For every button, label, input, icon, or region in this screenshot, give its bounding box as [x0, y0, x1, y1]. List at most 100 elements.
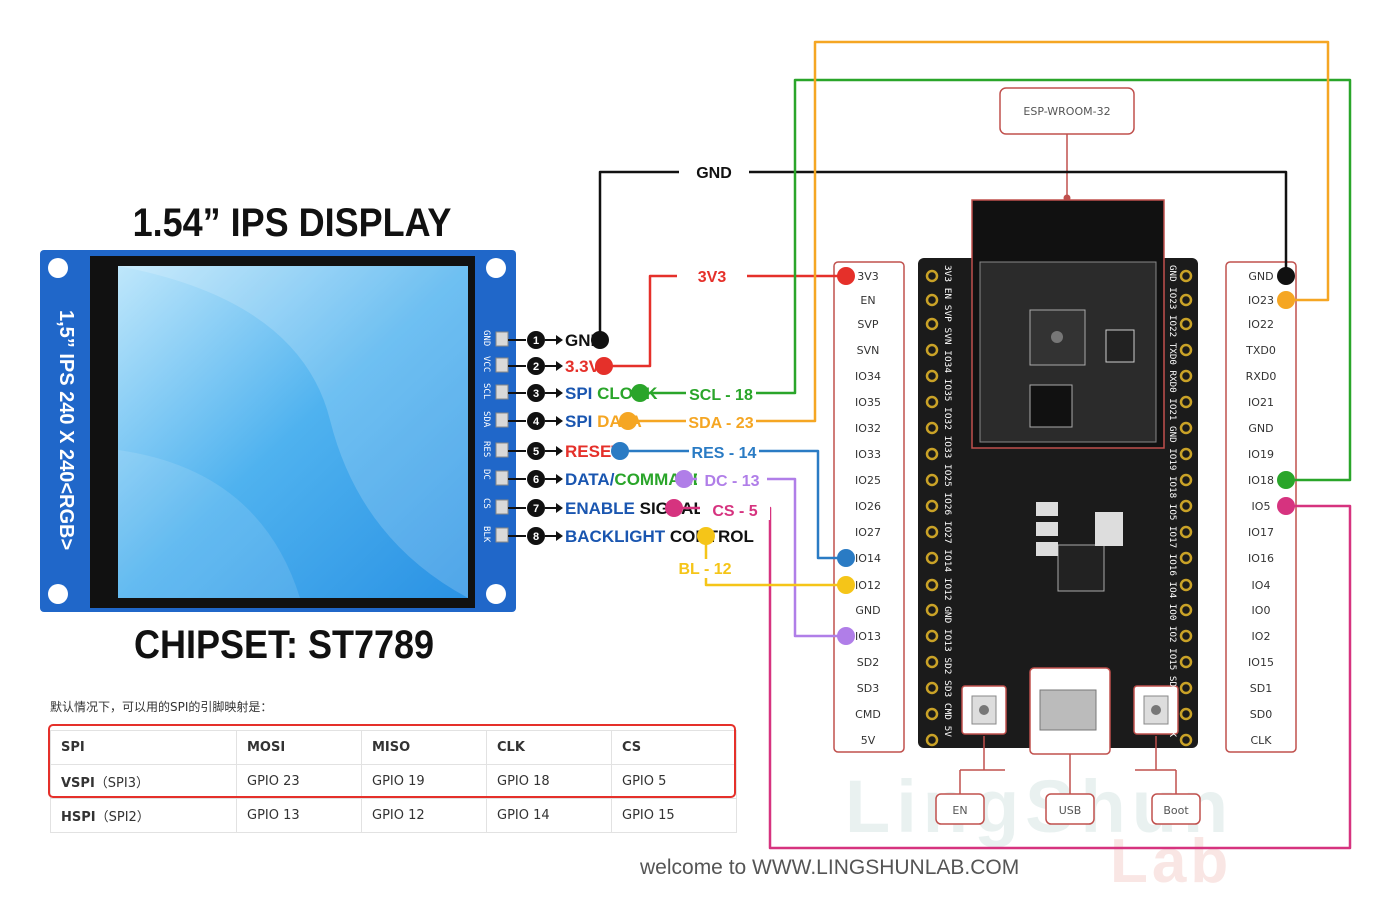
esp32-left-pin-label: SD3 — [857, 682, 879, 695]
connection-dot — [595, 357, 613, 375]
pcb-pin-label: VCC — [481, 356, 491, 372]
pcb-pin-label: SDA — [481, 411, 491, 428]
esp32-right-pin-label: RXD0 — [1246, 370, 1277, 383]
esp32-left-pin-label: IO27 — [855, 526, 881, 539]
connection-dot — [837, 549, 855, 567]
pin-number: 1 — [533, 335, 539, 347]
esp32-board: 3V3 EN SVP SVN IO34 IO35 IO32 IO33 IO25 … — [918, 199, 1198, 755]
esp32-right-pin-label: IO0 — [1252, 604, 1271, 617]
esp32-pin-labels: 3V3ENSVPSVNIO34IO35IO32IO33IO25IO26IO27I… — [855, 270, 1276, 747]
spi-row-bus-name: VSPI — [61, 776, 95, 791]
table-row: HSPI（SPI2） GPIO 13 GPIO 12 GPIO 14 GPIO … — [50, 798, 737, 833]
board-header-holes — [925, 269, 1193, 747]
wire-label: RES - 14 — [692, 445, 757, 462]
display-side-label: 1,5” IPS 240 X 240<RGB> — [55, 310, 77, 550]
board-right-silk: GND IO23 IO22 TXD0 RXD0 IO21 GND IO19 IO… — [1167, 265, 1177, 738]
esp32-left-pin-label: IO32 — [855, 422, 881, 435]
pin-function-part1: DATA/ — [565, 470, 615, 489]
spi-row-miso: GPIO 12 — [361, 798, 487, 833]
esp32-right-pin-label: IO18 — [1248, 474, 1274, 487]
wire-label: CS - 5 — [712, 503, 757, 520]
spi-row-cs: GPIO 15 — [611, 798, 737, 833]
esp32-right-pin-label: IO16 — [1248, 552, 1274, 565]
spi-row-bus-name: HSPI — [61, 810, 96, 825]
vspi-highlight-box — [48, 724, 736, 798]
wires — [598, 40, 1352, 850]
spi-row-clk: GPIO 18 — [486, 764, 612, 799]
wire-path — [628, 40, 1330, 423]
esp32-right-pin-label: IO21 — [1248, 396, 1274, 409]
pin-function-part1: SPI — [565, 412, 597, 431]
display-module: 1,5” IPS 240 X 240<RGB> — [40, 250, 516, 612]
connection-dots — [591, 267, 1295, 645]
spi-row-mosi: GPIO 23 — [236, 764, 362, 799]
watermark-line2: Lab — [1110, 827, 1232, 896]
boot-callout-label: Boot — [1163, 804, 1189, 817]
wire-label: DC - 13 — [704, 473, 759, 490]
wire-label: 3V3 — [698, 269, 727, 286]
display-pin-row: RES 5 RESET — [481, 441, 622, 461]
connection-dot — [675, 470, 693, 488]
connection-dot — [631, 384, 649, 402]
pin-number: 2 — [533, 361, 539, 373]
wire-path — [640, 78, 1352, 482]
pin-number: 5 — [533, 446, 539, 458]
spi-row-miso: GPIO 19 — [361, 764, 487, 799]
spi-header-mosi: MOSI — [236, 730, 362, 765]
esp32-right-pin-label: GND — [1248, 270, 1273, 283]
pin-function-label: BACKLIGHT CONTROL — [565, 527, 754, 546]
esp32-left-pin-label: EN — [860, 294, 875, 307]
module-label: ESP-WROOM-32 — [1023, 105, 1110, 118]
esp32-left-pin-label: 5V — [861, 734, 876, 747]
esp32-right-pin-label: IO15 — [1248, 656, 1274, 669]
spi-row-bus-alt: （SPI3） — [94, 776, 149, 791]
board-left-silk: 3V3 EN SVP SVN IO34 IO35 IO32 IO33 IO25 … — [942, 265, 952, 738]
connection-dot — [837, 576, 855, 594]
pin-number: 3 — [533, 388, 539, 400]
esp32-right-pin-label: SD1 — [1250, 682, 1272, 695]
spi-row-bus: VSPI（SPI3） — [50, 764, 237, 799]
pin-function-part1: RESET — [565, 442, 622, 461]
pin-number: 7 — [533, 503, 539, 515]
esp32-left-pin-label: SVN — [857, 344, 880, 357]
esp32-left-pin-label: IO14 — [855, 552, 881, 565]
esp32-left-pin-label: IO12 — [855, 579, 881, 592]
spi-row-mosi: GPIO 13 — [236, 798, 362, 833]
pcb-pin-label: RES — [481, 441, 491, 457]
wire-label: BL - 12 — [678, 561, 731, 578]
esp32-left-pin-label: 3V3 — [857, 270, 879, 283]
connection-dot — [1277, 291, 1295, 309]
chipset-label: CHIPSET: ST7789 — [134, 623, 434, 667]
connection-dot — [1277, 497, 1295, 515]
esp32-left-pin-label: IO25 — [855, 474, 881, 487]
esp32-left-pin-label: CMD — [855, 708, 881, 721]
pcb-pin-label: GND — [481, 330, 491, 346]
connection-dot — [1277, 267, 1295, 285]
esp32-left-pin-label: SD2 — [857, 656, 879, 669]
spi-row-bus-alt: （SPI2） — [95, 810, 150, 825]
spi-pin-table: SPI MOSI MISO CLK CS VSPI（SPI3） GPIO 23 … — [50, 730, 737, 833]
pin-function-part1: BACKLIGHT — [565, 527, 670, 546]
en-callout-label: EN — [952, 804, 967, 817]
wire-path — [598, 170, 1288, 340]
display-title: 1.54” IPS DISPLAY — [133, 201, 452, 245]
esp32-right-pin-label: IO23 — [1248, 294, 1274, 307]
spi-table-header-row: SPI MOSI MISO CLK CS — [50, 730, 737, 765]
esp32-right-pin-label: IO2 — [1252, 630, 1271, 643]
esp32-right-pin-label: IO17 — [1248, 526, 1274, 539]
wire-path — [604, 274, 846, 368]
pcb-pin-label: SCL — [481, 383, 491, 399]
connection-dot — [591, 331, 609, 349]
connection-dot — [837, 267, 855, 285]
spi-header-cs: CS — [611, 730, 737, 765]
footer-text: welcome to WWW.LINGSHUNLAB.COM — [640, 856, 1020, 879]
esp32-left-pin-label: IO13 — [855, 630, 881, 643]
esp32-left-pin-label: SVP — [857, 318, 879, 331]
module-label-box: ESP-WROOM-32 — [999, 87, 1135, 202]
esp32-left-pin-label: IO35 — [855, 396, 881, 409]
pin-function-part1: ENABLE — [565, 499, 640, 518]
display-screen — [118, 266, 468, 598]
table-row: VSPI（SPI3） GPIO 23 GPIO 19 GPIO 18 GPIO … — [50, 764, 737, 799]
